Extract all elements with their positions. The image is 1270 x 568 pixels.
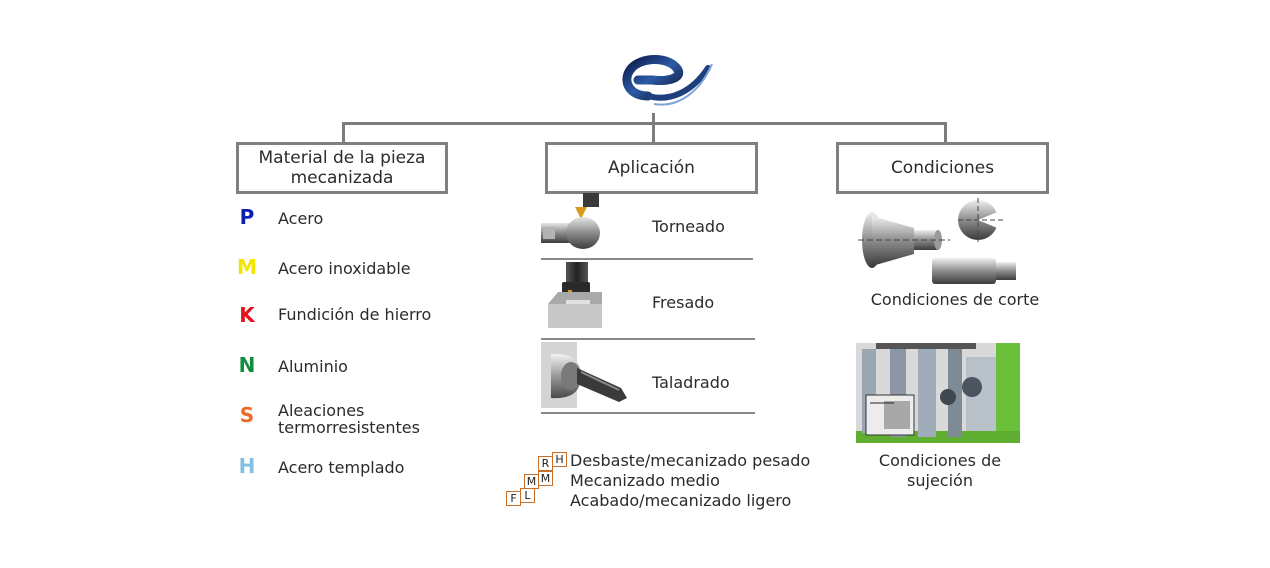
application-label-drilling: Taladrado — [652, 373, 730, 392]
legend-line-medium: Mecanizado medio — [570, 471, 720, 490]
material-letter-k: K — [239, 303, 255, 327]
drilling-icon — [541, 342, 629, 408]
cutting-conditions-label: Condiciones de corte — [870, 290, 1040, 309]
material-letter-s: S — [239, 403, 255, 427]
material-label-s: Aleaciones termorresistentes — [278, 401, 420, 437]
application-label-milling: Fresado — [652, 293, 715, 312]
material-letter-m: M — [237, 255, 257, 279]
legend-line-finishing: Acabado/mecanizado ligero — [570, 491, 792, 510]
connector-horizontal — [342, 122, 947, 125]
material-letter-n: N — [238, 353, 256, 377]
application-label-turning: Torneado — [652, 217, 725, 236]
connector-left — [342, 122, 345, 144]
connector-right — [944, 122, 947, 144]
material-letter-h: H — [238, 454, 256, 478]
clamping-conditions-icon — [856, 343, 1020, 443]
material-label-h: Acero templado — [278, 458, 405, 477]
legend-square-h: H — [552, 452, 567, 467]
material-label-p: Acero — [278, 209, 324, 228]
turning-divider — [541, 258, 753, 260]
legend-square-f: F — [506, 491, 521, 506]
milling-divider — [541, 338, 755, 340]
connector-trunk — [652, 113, 655, 125]
clamping-conditions-label: Condiciones de sujeción — [878, 451, 1002, 490]
material-header: Material de la pieza mecanizada — [236, 142, 448, 194]
legend-square-m-left: M — [524, 474, 539, 489]
material-header-label: Material de la pieza mecanizada — [258, 148, 426, 188]
logo — [608, 52, 718, 116]
connector-middle — [652, 122, 655, 144]
legend-square-m-right: M — [538, 471, 553, 486]
application-header: Aplicación — [545, 142, 758, 194]
legend-line-roughing: Desbaste/mecanizado pesado — [570, 451, 811, 470]
legend-square-r: R — [538, 456, 553, 471]
turning-icon — [541, 193, 607, 257]
material-label-k: Fundición de hierro — [278, 305, 432, 324]
application-header-label: Aplicación — [608, 158, 695, 178]
legend-square-l: L — [520, 488, 535, 503]
drilling-divider — [541, 412, 755, 414]
conditions-header: Condiciones — [836, 142, 1049, 194]
milling-icon — [548, 262, 604, 332]
material-label-n: Aluminio — [278, 357, 348, 376]
material-label-m: Acero inoxidable — [278, 259, 411, 278]
cutting-conditions-icon — [858, 196, 1020, 290]
material-letter-p: P — [239, 205, 255, 229]
conditions-header-label: Condiciones — [890, 158, 995, 178]
